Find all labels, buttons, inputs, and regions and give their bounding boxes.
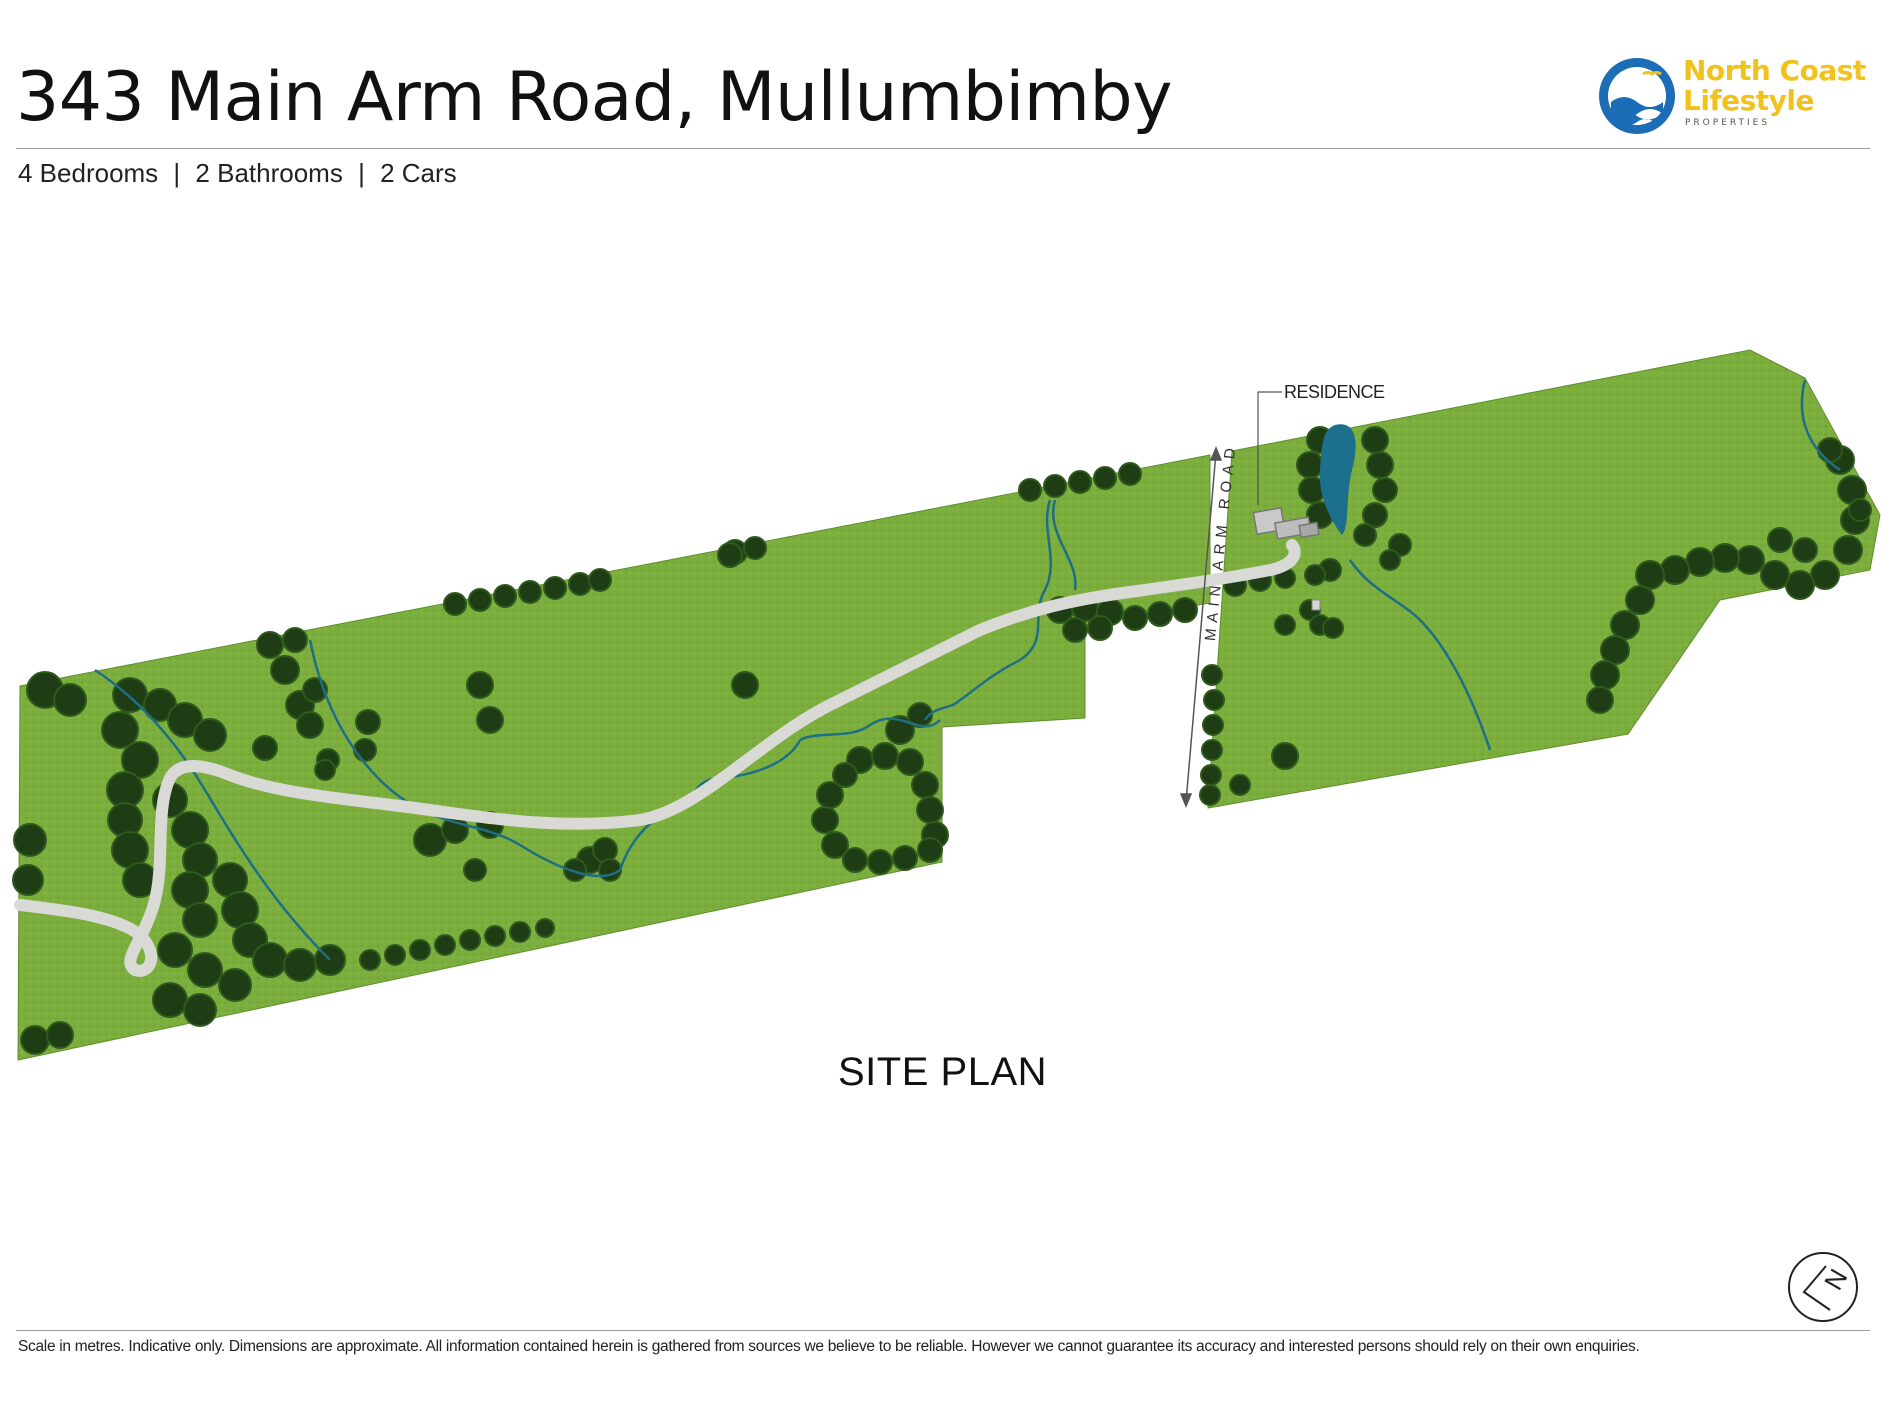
cars-spec: 2 Cars [380, 158, 457, 188]
property-specs: 4 Bedrooms | 2 Bathrooms | 2 Cars [18, 156, 457, 190]
spec-separator: | [173, 158, 181, 188]
road-dimension-line [1179, 446, 1223, 808]
tree-arc-east [1586, 437, 1872, 714]
tree-belt-west [12, 671, 346, 1055]
footer-divider [16, 1330, 1870, 1331]
residence-leader-line [1257, 391, 1282, 505]
spec-separator: | [358, 158, 365, 188]
disclaimer: Scale in metres. Indicative only. Dimens… [18, 1338, 1640, 1355]
tree-strip-east-road [1199, 664, 1225, 806]
wave-sun-icon [1599, 58, 1675, 134]
logo-line-2: Lifestyle [1683, 84, 1815, 117]
tree-belt-road [1046, 594, 1198, 643]
agency-logo: North Coast Lifestyle PROPERTIES [1595, 52, 1875, 144]
header-divider [16, 148, 1870, 149]
tree-row-south [359, 918, 555, 971]
dam [1319, 424, 1356, 535]
tree-clusters-north-edge [443, 462, 1142, 616]
logo-line-3: PROPERTIES [1685, 118, 1771, 128]
parcel-west [17, 454, 1211, 1061]
logo-line-1: North Coast [1683, 54, 1866, 87]
internal-track [14, 539, 1301, 977]
residence-label: RESIDENCE [1284, 382, 1385, 402]
north-arrow: N [1786, 1250, 1860, 1324]
residence-building [1252, 506, 1321, 611]
north-arrow-icon: N [1788, 1252, 1858, 1322]
bedrooms-spec: 4 Bedrooms [18, 158, 159, 188]
site-plan-caption: SITE PLAN [838, 1050, 1048, 1094]
bathrooms-spec: 2 Bathrooms [195, 158, 343, 188]
page-title: 343 Main Arm Road, Mullumbimby [16, 58, 1172, 137]
tree-ring-south [811, 742, 949, 875]
